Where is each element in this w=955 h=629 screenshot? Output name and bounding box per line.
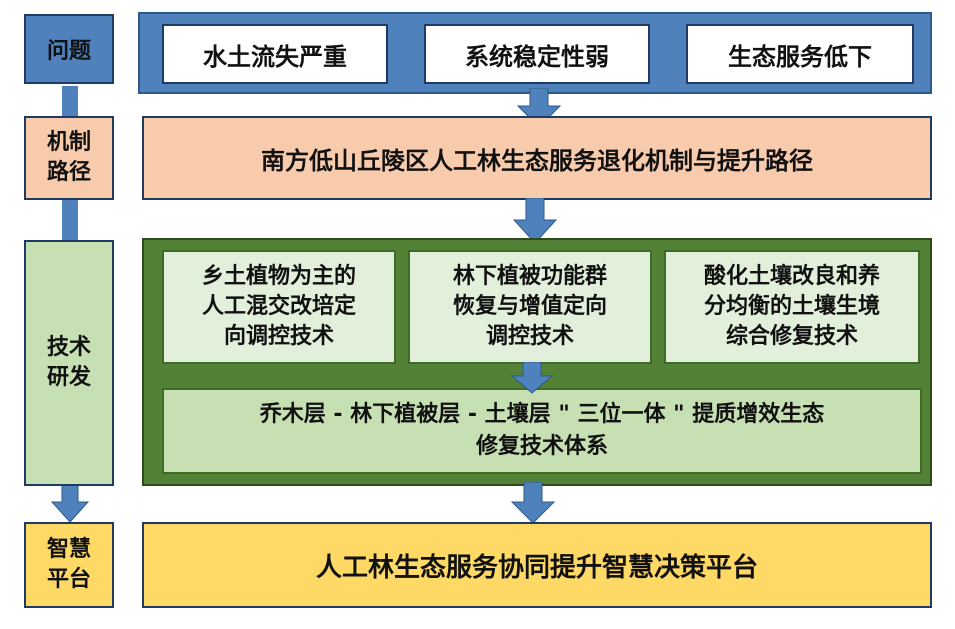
arrow-down-icon-2 — [512, 198, 558, 244]
tech-item-2: 林下植被功能群 恢复与增值定向 调控技术 — [408, 250, 652, 364]
label-problem-text: 问题 — [46, 39, 91, 64]
mechanism-text: 南方低山丘陵区人工林生态服务退化机制与提升路径 — [261, 146, 813, 175]
system-line-2: 修复技术体系 — [475, 434, 608, 459]
mechanism-box: 南方低山丘陵区人工林生态服务退化机制与提升路径 — [142, 116, 932, 200]
label-mechanism-line-2: 路径 — [46, 160, 91, 185]
arrow-down-icon-4 — [510, 482, 556, 524]
problem-box-1: 水土流失严重 — [162, 24, 388, 84]
label-tech: 技术 研发 — [24, 240, 114, 486]
system-box: 乔木层 - 林下植被层 - 土壤层 " 三位一体 " 提质增效生态 修复技术体系 — [162, 388, 922, 474]
problem-text-1: 水土流失严重 — [203, 42, 347, 71]
problem-box-3: 生态服务低下 — [686, 24, 914, 84]
left-arrow-down-icon — [50, 484, 90, 523]
tech-item-2-line-1: 林下植被功能群 — [452, 264, 607, 289]
label-platform: 智慧 平台 — [24, 522, 114, 608]
tech-item-1-line-3: 向调控技术 — [223, 324, 334, 349]
tech-item-1-line-2: 人工混交改培定 — [201, 294, 356, 319]
left-connector-1 — [62, 86, 78, 116]
tech-item-3: 酸化土壤改良和养 分均衡的土壤生境 综合修复技术 — [664, 250, 920, 364]
label-platform-line-1: 智慧 — [46, 537, 91, 562]
system-line-1: 乔木层 - 林下植被层 - 土壤层 " 三位一体 " 提质增效生态 — [259, 402, 825, 427]
label-tech-line-2: 研发 — [46, 365, 91, 390]
left-connector-2 — [62, 198, 78, 242]
tech-item-2-line-3: 调控技术 — [485, 324, 574, 349]
problem-box-2: 系统稳定性弱 — [424, 24, 650, 84]
problem-text-2: 系统稳定性弱 — [465, 42, 609, 71]
arrow-down-icon-3 — [510, 362, 554, 394]
label-mechanism: 机制 路径 — [24, 116, 114, 200]
tech-item-3-line-1: 酸化土壤改良和养 — [703, 264, 880, 289]
tech-item-1-line-1: 乡土植物为主的 — [201, 264, 356, 289]
label-platform-line-2: 平台 — [46, 567, 91, 592]
platform-text: 人工林生态服务协同提升智慧决策平台 — [315, 552, 758, 583]
problem-text-3: 生态服务低下 — [728, 42, 872, 71]
label-mechanism-line-1: 机制 — [46, 130, 91, 155]
label-problem: 问题 — [24, 14, 114, 84]
tech-item-2-line-2: 恢复与增值定向 — [452, 294, 607, 319]
tech-item-3-line-2: 分均衡的土壤生境 — [703, 294, 880, 319]
tech-item-3-line-3: 综合修复技术 — [725, 324, 858, 349]
tech-item-1: 乡土植物为主的 人工混交改培定 向调控技术 — [162, 250, 396, 364]
platform-box: 人工林生态服务协同提升智慧决策平台 — [142, 522, 932, 608]
label-tech-line-1: 技术 — [46, 335, 91, 360]
